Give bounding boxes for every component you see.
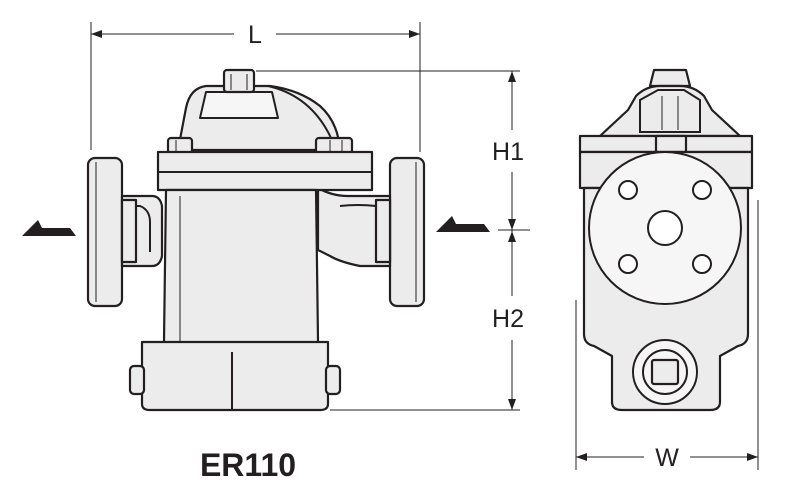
- dimension-label-width: W: [655, 444, 679, 472]
- end-view: [578, 68, 754, 412]
- outlet-neck: [316, 186, 392, 268]
- trap-body: [162, 188, 320, 360]
- bolts: [166, 136, 354, 156]
- body-flange: [156, 150, 374, 192]
- dimension-lines: [90, 22, 759, 470]
- inlet-flange: [86, 156, 124, 308]
- dimension-label-height-lower: H2: [492, 305, 524, 333]
- model-label: ER110: [200, 447, 296, 483]
- trap-base: [128, 340, 342, 412]
- inlet-neck: [120, 194, 164, 268]
- bonnet: [176, 68, 342, 152]
- outlet-flow-arrow: [436, 216, 490, 232]
- outlet-flange: [388, 156, 426, 308]
- dimension-label-length: L: [248, 21, 262, 49]
- dimension-label-height-upper: H1: [492, 138, 524, 166]
- inlet-flow-arrow: [22, 220, 76, 236]
- side-view: [22, 68, 490, 412]
